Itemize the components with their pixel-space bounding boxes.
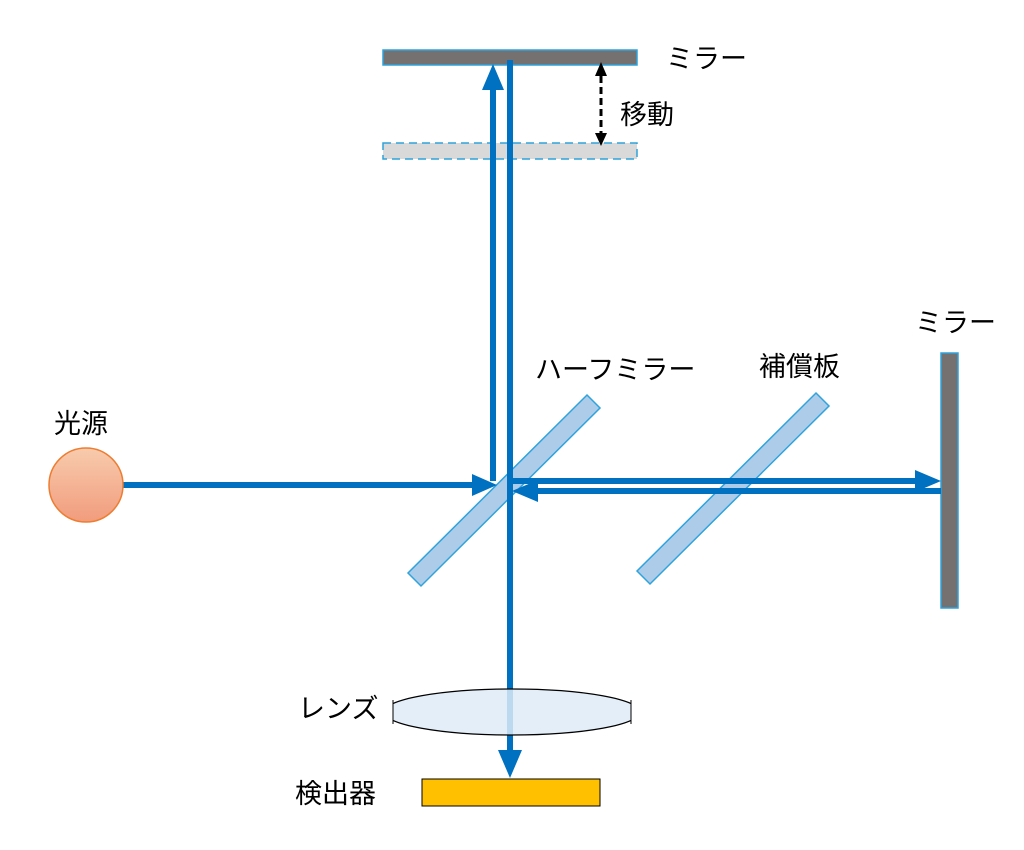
half-mirror (406, 393, 602, 588)
label-lens: レンズ (298, 694, 378, 725)
label-light-source: 光源 (54, 409, 108, 440)
movement-arrow (595, 62, 607, 146)
light-source (48, 447, 124, 523)
right-mirror (940, 352, 959, 609)
label-mirror-top: ミラー (666, 44, 747, 75)
label-half-mirror: ハーフミラー (535, 355, 695, 386)
label-movement: 移動 (620, 100, 674, 131)
detector (421, 778, 601, 807)
light-beams (122, 60, 941, 778)
label-detector: 検出器 (295, 779, 376, 810)
label-compensator: 補償板 (759, 352, 840, 383)
lens (393, 688, 631, 736)
label-mirror-right: ミラー (915, 308, 996, 339)
